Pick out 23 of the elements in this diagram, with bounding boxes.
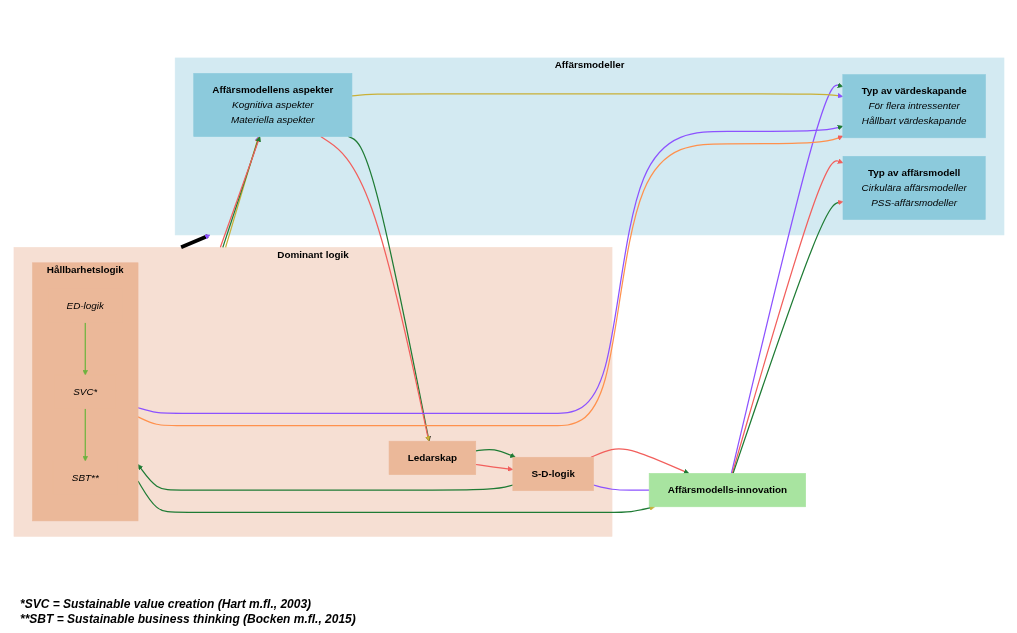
- node-box: Affärsmodells-innovation: [648, 472, 806, 507]
- node-box: Ledarskap: [388, 440, 476, 475]
- node-box: Affärsmodellens aspekter Kognitiva aspekter Materiella aspekter: [192, 72, 352, 137]
- footnote: **SBT = Sustainable business thinking (Bocken m.fl., 2015): [20, 612, 357, 626]
- node-text: ED-logik: [66, 300, 104, 311]
- arrow: [319, 135, 430, 442]
- arrow: [350, 92, 843, 99]
- arrow: [474, 463, 513, 472]
- arrow: [82, 321, 88, 376]
- node-text: SVC*: [72, 386, 97, 397]
- node-text: SBT**: [71, 472, 99, 483]
- node-box: S-D-logik: [512, 456, 594, 491]
- arrow: [137, 464, 513, 491]
- arrow: [730, 82, 843, 474]
- arrow: [136, 480, 655, 513]
- node-box: Typ av värdeskapande För flera intressenter Hållbart värdeskapande: [842, 74, 986, 138]
- arrow: [589, 447, 689, 474]
- arrow: [179, 234, 210, 249]
- node-box: Typ av affärsmodell Cirkulära affärsmodeller PSS-affärsmodeller: [842, 155, 986, 220]
- arrow: [82, 407, 88, 462]
- arrow: [474, 448, 516, 458]
- footnote: *SVC = Sustainable value creation (Hart m.fl., 2003): [20, 597, 313, 611]
- connector: [592, 484, 650, 491]
